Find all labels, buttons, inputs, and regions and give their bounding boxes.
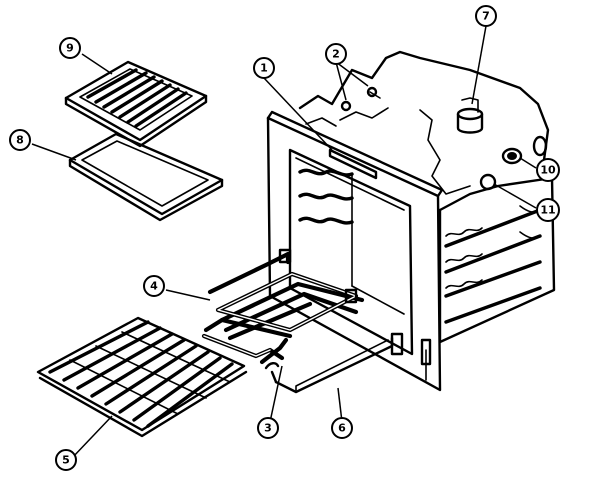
callout-6-label: 6 bbox=[338, 422, 346, 435]
callout-11-label: 11 bbox=[540, 204, 555, 217]
oven-light-bulb bbox=[479, 173, 497, 191]
callout-3: 3 bbox=[257, 417, 279, 439]
callout-6: 6 bbox=[331, 417, 353, 439]
broil-element bbox=[203, 248, 365, 341]
leader-lines bbox=[31, 25, 537, 459]
callout-7: 7 bbox=[475, 5, 497, 27]
callout-1-label: 1 bbox=[260, 62, 268, 75]
element-bracket bbox=[270, 336, 394, 394]
callout-7-label: 7 bbox=[482, 10, 490, 23]
broiler-pan bbox=[68, 132, 224, 222]
callout-4: 4 bbox=[143, 275, 165, 297]
callout-4-label: 4 bbox=[150, 280, 158, 293]
callout-9-label: 9 bbox=[66, 42, 74, 55]
callout-1: 1 bbox=[253, 57, 275, 79]
mounting-screws bbox=[340, 86, 378, 112]
callout-3-label: 3 bbox=[264, 422, 272, 435]
oven-light-socket bbox=[501, 135, 548, 165]
callout-10: 10 bbox=[536, 158, 560, 182]
callout-2-label: 2 bbox=[332, 48, 340, 61]
callout-10-label: 10 bbox=[540, 164, 556, 177]
callout-11: 11 bbox=[536, 198, 560, 222]
bake-element bbox=[201, 333, 289, 370]
oven-front-frame bbox=[266, 110, 444, 392]
callout-2: 2 bbox=[325, 43, 347, 65]
callout-5-label: 5 bbox=[62, 454, 70, 467]
callout-8-label: 8 bbox=[16, 134, 24, 147]
broiler-grid bbox=[64, 60, 208, 148]
thermostat-bulb bbox=[456, 97, 484, 134]
callout-5: 5 bbox=[55, 449, 77, 471]
callout-9: 9 bbox=[59, 37, 81, 59]
oven-rack bbox=[36, 316, 248, 438]
callout-8: 8 bbox=[9, 129, 31, 151]
